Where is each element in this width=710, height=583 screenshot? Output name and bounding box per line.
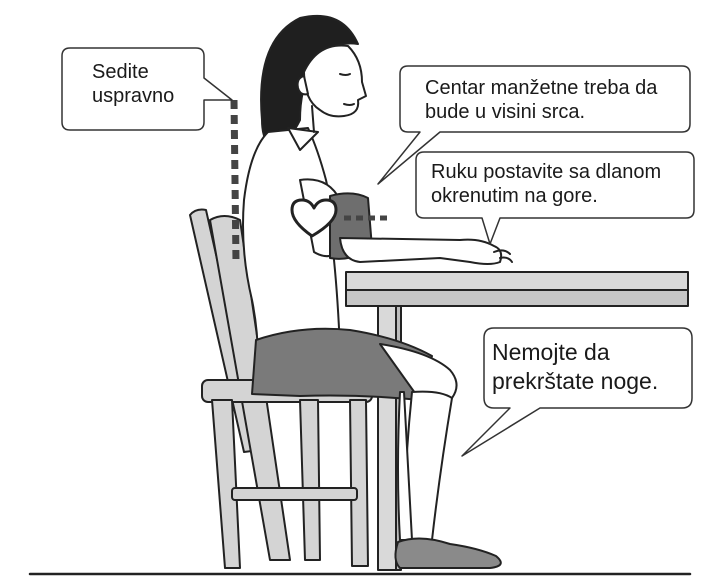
- callout-palm-up: Ruku postavite sa dlanom okrenutim na go…: [431, 161, 662, 207]
- bubble-cuff-height: [377, 65, 691, 185]
- thigh: [379, 343, 458, 401]
- heart-icon: [290, 198, 338, 238]
- slipper: [394, 537, 502, 569]
- forearm: [339, 237, 503, 265]
- bubble-palm-up: [415, 151, 695, 245]
- callout-no-crossed-legs: Nemojte da prekrštate noge.: [492, 339, 659, 394]
- callout-cuff-height: Centar manžetne treba da bude u visini s…: [425, 77, 658, 123]
- back-leg: [397, 391, 413, 541]
- collar: [287, 127, 319, 151]
- bubble-no-crossed-legs: [461, 327, 693, 457]
- dotted-posture-line: [230, 99, 240, 263]
- bubble-sit-upright: [61, 47, 233, 131]
- face: [303, 44, 367, 118]
- ear: [296, 75, 309, 96]
- callout-sit-upright: Sedite uspravno: [92, 61, 175, 107]
